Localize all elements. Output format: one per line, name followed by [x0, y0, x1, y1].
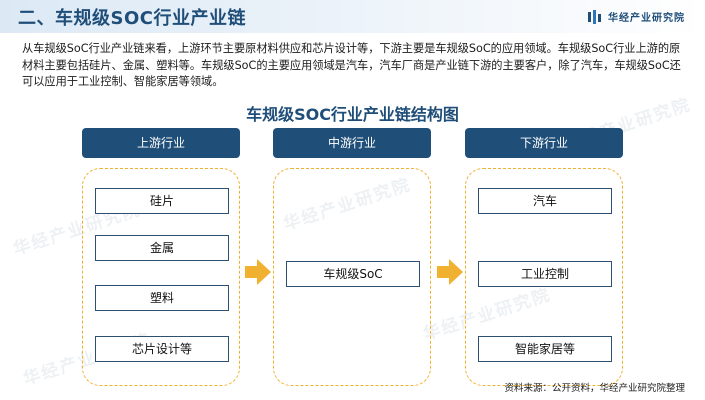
header-bar: 二、车规级SOC行业产业链 华经产业研究院 [0, 0, 705, 33]
diagram-title: 车规级SOC行业产业链结构图 [246, 105, 459, 124]
upstream-header: 上游行业 [82, 128, 240, 158]
upstream-item-chip-design: 芯片设计等 [95, 336, 229, 362]
arrow-right-icon [245, 259, 271, 285]
brand-name: 华经产业研究院 [608, 13, 685, 24]
brand-logo-icon [588, 9, 601, 24]
downstream-header: 下游行业 [465, 128, 623, 158]
upstream-item-plastic: 塑料 [95, 285, 229, 311]
source-note: 资料来源：公开资料，华经产业研究院整理 [504, 383, 685, 394]
midstream-panel: 车规级SoC [273, 168, 431, 386]
downstream-item-industrial-control: 工业控制 [478, 261, 612, 287]
upstream-panel: 硅片 金属 塑料 芯片设计等 [82, 168, 240, 386]
downstream-item-smart-home: 智能家居等 [478, 336, 612, 362]
midstream-header: 中游行业 [273, 128, 431, 158]
arrow-right-icon [437, 259, 463, 285]
upstream-item-metal: 金属 [95, 235, 229, 261]
downstream-panel: 汽车 工业控制 智能家居等 [465, 168, 623, 386]
upstream-item-silicon: 硅片 [95, 188, 229, 214]
page-title: 二、车规级SOC行业产业链 [18, 8, 246, 29]
downstream-item-auto: 汽车 [478, 188, 612, 214]
midstream-item-soc: 车规级SoC [286, 261, 420, 287]
brand: 华经产业研究院 [588, 9, 685, 24]
intro-paragraph: 从车规级SoC行业产业链来看，上游环节主要原材料供应和芯片设计等，下游主要是车规… [22, 42, 681, 88]
